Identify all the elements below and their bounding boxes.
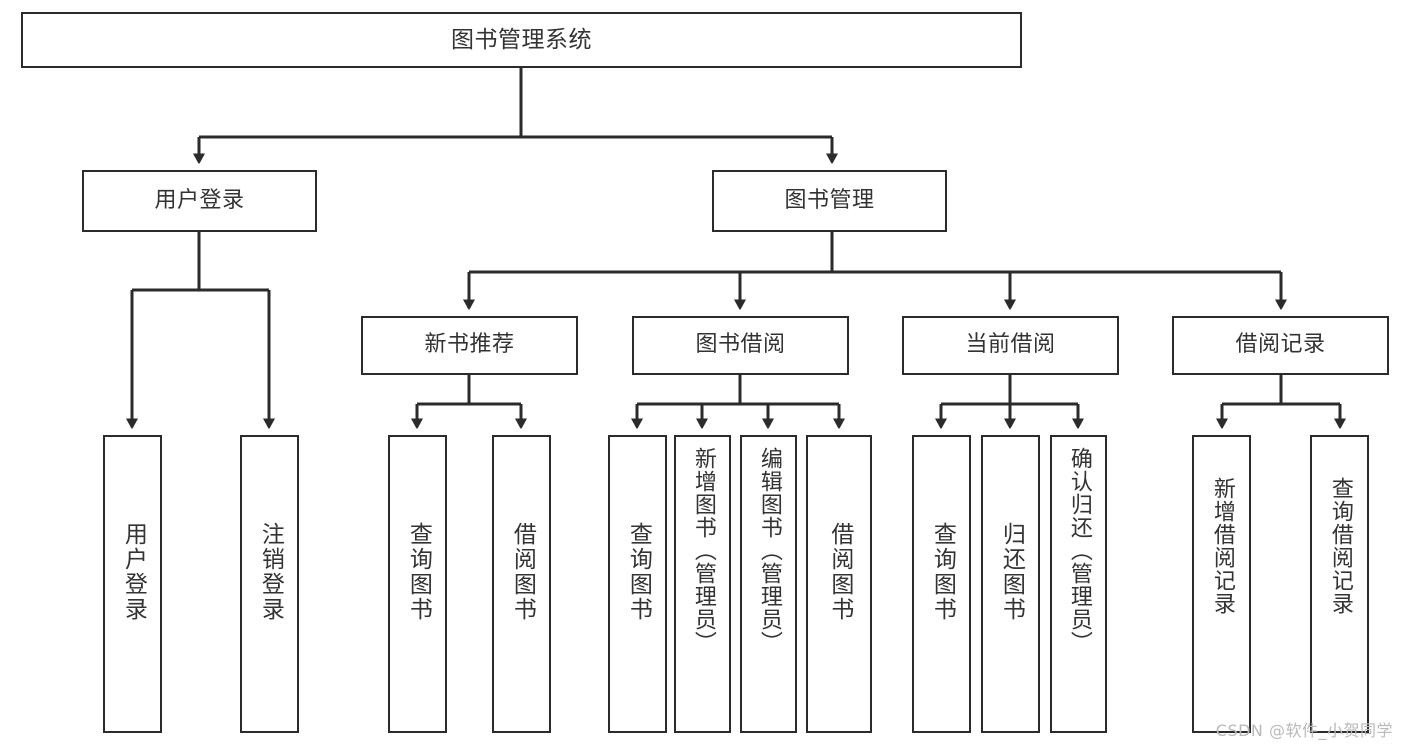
leaf-edit-book-admin[interactable]: 编辑图书（管理员） bbox=[740, 435, 797, 733]
node-label: 图书借阅 bbox=[695, 332, 786, 358]
node-label: 归还图书 bbox=[998, 522, 1025, 622]
node-current-borrow[interactable]: 当前借阅 bbox=[902, 316, 1119, 375]
leaf-confirm-return-admin[interactable]: 确认归还（管理员） bbox=[1050, 435, 1107, 733]
node-label: 当前借阅 bbox=[965, 332, 1056, 358]
csdn-watermark: CSDN @软件_小贺同学 bbox=[1215, 721, 1393, 740]
node-user-login[interactable]: 用户登录 bbox=[82, 170, 317, 232]
node-label: 图书管理系统 bbox=[451, 26, 592, 53]
node-label: 确认归还（管理员） bbox=[1066, 447, 1092, 654]
node-label: 查询图书 bbox=[929, 522, 956, 622]
node-book-management[interactable]: 图书管理 bbox=[712, 170, 947, 232]
leaf-query-book-2[interactable]: 查询图书 bbox=[608, 435, 667, 733]
leaf-user-login[interactable]: 用户登录 bbox=[103, 435, 162, 733]
leaf-add-borrow-record[interactable]: 新增借阅记录 bbox=[1192, 435, 1251, 733]
leaf-return-book[interactable]: 归还图书 bbox=[981, 435, 1040, 733]
leaf-logout[interactable]: 注销登录 bbox=[240, 435, 299, 733]
node-label: 用户登录 bbox=[120, 522, 147, 622]
node-label: 借阅记录 bbox=[1235, 332, 1326, 358]
node-label: 用户登录 bbox=[154, 187, 245, 213]
leaf-borrow-book-2[interactable]: 借阅图书 bbox=[806, 435, 872, 733]
leaf-borrow-book-1[interactable]: 借阅图书 bbox=[492, 435, 551, 733]
node-label: 注销登录 bbox=[257, 522, 284, 622]
node-new-book-recommendation[interactable]: 新书推荐 bbox=[361, 316, 578, 375]
node-label: 编辑图书（管理员） bbox=[756, 447, 782, 654]
leaf-query-borrow-record[interactable]: 查询借阅记录 bbox=[1310, 435, 1369, 733]
node-label: 查询借阅记录 bbox=[1327, 477, 1353, 615]
node-label: 新增图书（管理员） bbox=[690, 447, 716, 654]
node-root-book-management-system[interactable]: 图书管理系统 bbox=[21, 12, 1022, 68]
leaf-add-book-admin[interactable]: 新增图书（管理员） bbox=[674, 435, 731, 733]
leaf-query-book-3[interactable]: 查询图书 bbox=[912, 435, 971, 733]
node-label: 借阅图书 bbox=[509, 522, 536, 622]
node-label: 新增借阅记录 bbox=[1209, 477, 1235, 615]
node-label: 借阅图书 bbox=[826, 522, 853, 622]
leaf-query-book-1[interactable]: 查询图书 bbox=[388, 435, 447, 733]
node-label: 查询图书 bbox=[405, 522, 432, 622]
node-label: 图书管理 bbox=[784, 187, 875, 213]
node-book-borrow[interactable]: 图书借阅 bbox=[632, 316, 849, 375]
node-label: 查询图书 bbox=[625, 522, 652, 622]
node-label: 新书推荐 bbox=[424, 332, 515, 358]
node-borrow-record[interactable]: 借阅记录 bbox=[1172, 316, 1389, 375]
